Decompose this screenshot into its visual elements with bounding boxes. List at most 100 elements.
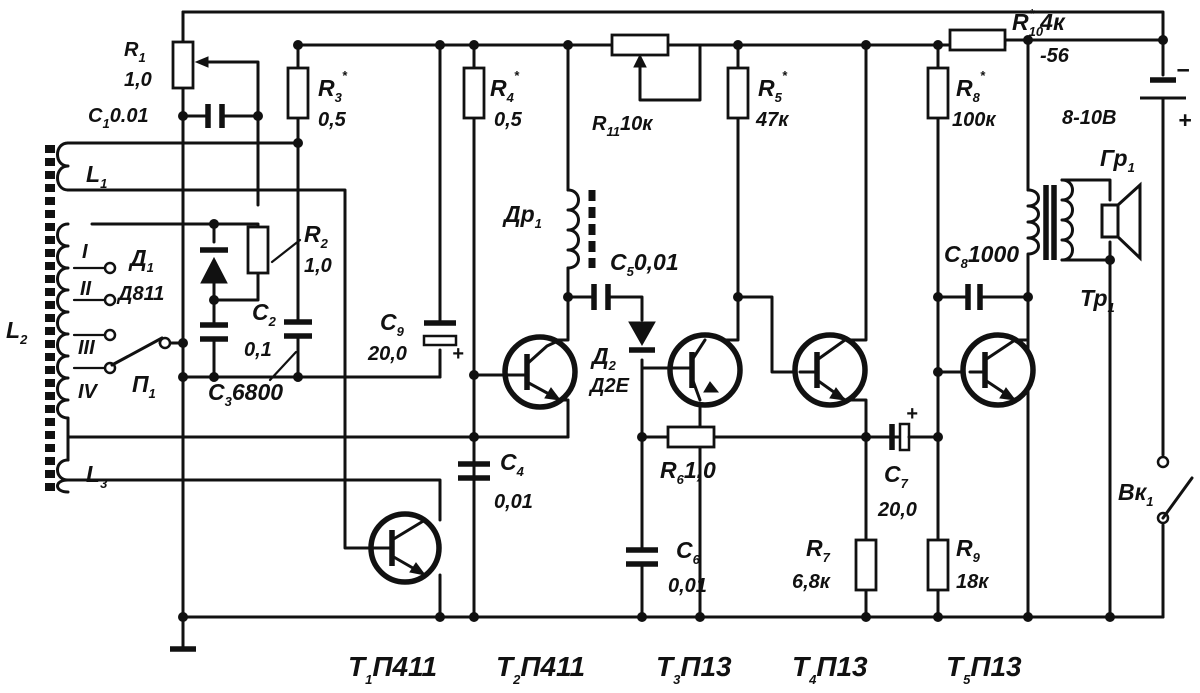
tap-terminal-2: [103, 293, 117, 307]
label-r2-value: 1,0: [304, 255, 332, 277]
battery: [1140, 77, 1186, 127]
transistor-t5: [960, 332, 1036, 408]
label-r4-value: 0,5: [494, 109, 523, 131]
label-gr1: Гр1: [1100, 145, 1135, 175]
tap-terminal-1: [103, 261, 117, 275]
transistor-t4: [792, 332, 868, 408]
capacitor-c5: [586, 284, 616, 310]
label-c3: C36800: [208, 379, 283, 409]
label-vk1: Вк1: [1118, 479, 1154, 509]
label-r10-value2: -56: [1040, 45, 1070, 67]
component-labels: R1 1,0 C10.01 R3* 0,5 R4* 0,5 R1110к R5*…: [6, 6, 1191, 687]
label-t1: Т1П411: [348, 651, 437, 687]
output-transformer-tr1: [1026, 178, 1074, 267]
label-d2-type: Д2Е: [588, 375, 630, 397]
label-c6: C6: [676, 537, 701, 567]
label-battery: 8-10В: [1062, 107, 1116, 129]
label-tr1: Тр1: [1080, 285, 1115, 315]
label-c9: C9: [380, 309, 405, 339]
label-r8-value: 100к: [952, 109, 996, 131]
capacitor-c6: [626, 547, 658, 580]
resistor-r7: [854, 538, 878, 592]
label-c7-value: 20,0: [877, 499, 917, 521]
label-l2: L2: [6, 317, 28, 347]
label-r7: R7: [806, 535, 831, 565]
label-r6: R61,0: [660, 457, 716, 487]
resistor-r8: [926, 66, 950, 120]
label-r7-value: 6,8к: [792, 571, 831, 593]
label-r11: R1110к: [592, 113, 653, 139]
diode-d2: [628, 321, 656, 353]
zener-diode-d1: [200, 247, 228, 284]
label-c5: C50,01: [610, 249, 679, 279]
label-d1: Д1: [128, 245, 154, 275]
transistor-t3: [666, 332, 743, 408]
label-r8: R8*: [956, 68, 986, 105]
label-t4: Т4П13: [792, 651, 868, 687]
label-c7-plus: +: [906, 403, 918, 425]
capacitor-c3: [284, 319, 312, 352]
label-c2-value: 0,1: [244, 339, 272, 361]
label-l1: L1: [86, 161, 107, 191]
label-r5-value: 47к: [755, 109, 789, 131]
label-r1: R1: [124, 39, 146, 65]
label-battery-plus: +: [1178, 107, 1191, 133]
resistor-r10: [948, 28, 1007, 52]
label-c6-value: 0,01: [668, 575, 707, 597]
loudspeaker-gr1: [1100, 181, 1142, 262]
resistor-r4: [462, 66, 486, 120]
label-c4-value: 0,01: [494, 491, 533, 513]
label-c2: C2: [252, 299, 277, 329]
label-r3: R3*: [318, 68, 348, 105]
capacitors: [200, 104, 988, 580]
label-d1-type: Д811: [116, 283, 164, 305]
resistors: [171, 28, 1007, 592]
label-dr1: Др1: [502, 201, 542, 231]
resistor-r9: [926, 538, 950, 592]
transistor-t2: [502, 334, 578, 410]
capacitor-c7: [886, 422, 914, 452]
label-p1: П1: [132, 371, 156, 401]
label-d2: Д2: [590, 343, 617, 373]
label-t2: Т2П411: [496, 651, 585, 687]
label-tap-3: III: [78, 337, 95, 359]
coil-l2: [56, 222, 70, 439]
resistor-r5: [726, 66, 750, 120]
diodes: [200, 247, 656, 353]
power-switch-vk1: [1156, 455, 1194, 525]
label-r9-value: 18к: [956, 571, 989, 593]
label-r9: R9: [956, 535, 981, 565]
choke-dr1: [566, 188, 596, 270]
resistor-r1: [171, 40, 195, 90]
resistor-r11: [610, 33, 670, 57]
label-c7: C7: [884, 461, 909, 491]
tap-terminal-3: [103, 328, 117, 342]
capacitor-c1: [205, 104, 234, 128]
label-c1: C10.01: [88, 105, 149, 131]
label-c9-value: 20,0: [367, 343, 407, 365]
label-t3: Т3П13: [656, 651, 732, 687]
coil-l1: [56, 141, 70, 192]
label-r1-value: 1,0: [124, 69, 152, 91]
junction-dots: [178, 35, 1168, 622]
label-c9-plus: +: [452, 343, 464, 365]
label-tap-2: II: [80, 278, 92, 300]
ferrite-antenna: [45, 141, 172, 494]
transistor-t1: [368, 511, 442, 585]
label-tap-4: IV: [78, 381, 99, 403]
capacitor-c4: [458, 461, 490, 496]
resistor-r6: [666, 425, 716, 449]
label-r4: R4*: [490, 68, 520, 105]
label-c4: C4: [500, 449, 525, 479]
resistor-r3: [286, 66, 310, 120]
label-battery-minus: −: [1176, 57, 1189, 83]
label-r10: R10*4к: [1012, 6, 1066, 39]
label-tap-1: I: [82, 241, 88, 263]
label-r2: R2: [304, 221, 329, 251]
coil-l3: [56, 458, 70, 494]
switch-p1-blade: [110, 336, 164, 367]
capacitor-c2: [200, 322, 228, 357]
label-r3-value: 0,5: [318, 109, 347, 131]
capacitor-c9: [422, 320, 458, 347]
